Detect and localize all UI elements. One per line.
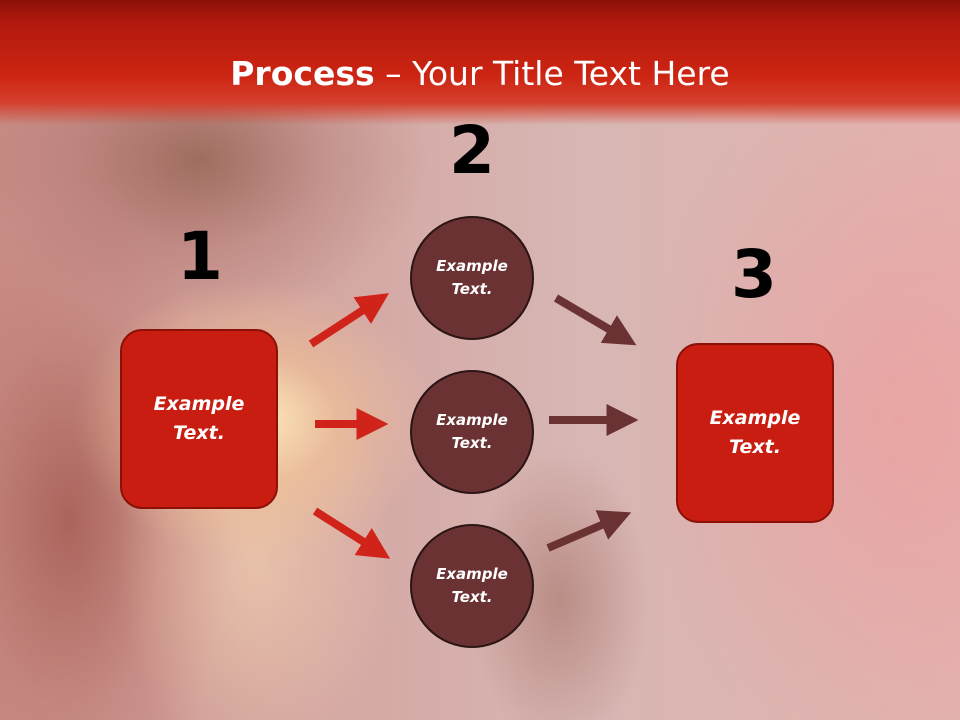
circle-middle: Example Text.: [410, 370, 534, 494]
step-number-3: 3: [731, 236, 777, 313]
circle-bottom: Example Text.: [410, 524, 534, 648]
circle-top: Example Text.: [410, 216, 534, 340]
circle-bottom-label: Example Text.: [436, 565, 508, 606]
step-number-1: 1: [177, 218, 223, 295]
arrow-bottom-to-right: [546, 510, 632, 552]
arrow-left-to-top: [308, 293, 390, 348]
arrow-left-to-bottom: [312, 507, 391, 559]
right-box-label: Example Text.: [709, 407, 801, 458]
slide-title: Process – Your Title Text Here: [0, 52, 960, 96]
right-box: Example Text.: [676, 343, 834, 523]
left-box: Example Text.: [120, 329, 278, 509]
title-rest: – Your Title Text Here: [374, 54, 730, 93]
arrow-top-to-right: [553, 294, 637, 346]
title-bold: Process: [230, 54, 375, 93]
left-box-label: Example Text.: [153, 393, 245, 444]
circle-top-label: Example Text.: [436, 257, 508, 298]
header-bar: [0, 0, 960, 125]
step-number-2: 2: [449, 112, 495, 189]
circle-middle-label: Example Text.: [436, 411, 508, 452]
